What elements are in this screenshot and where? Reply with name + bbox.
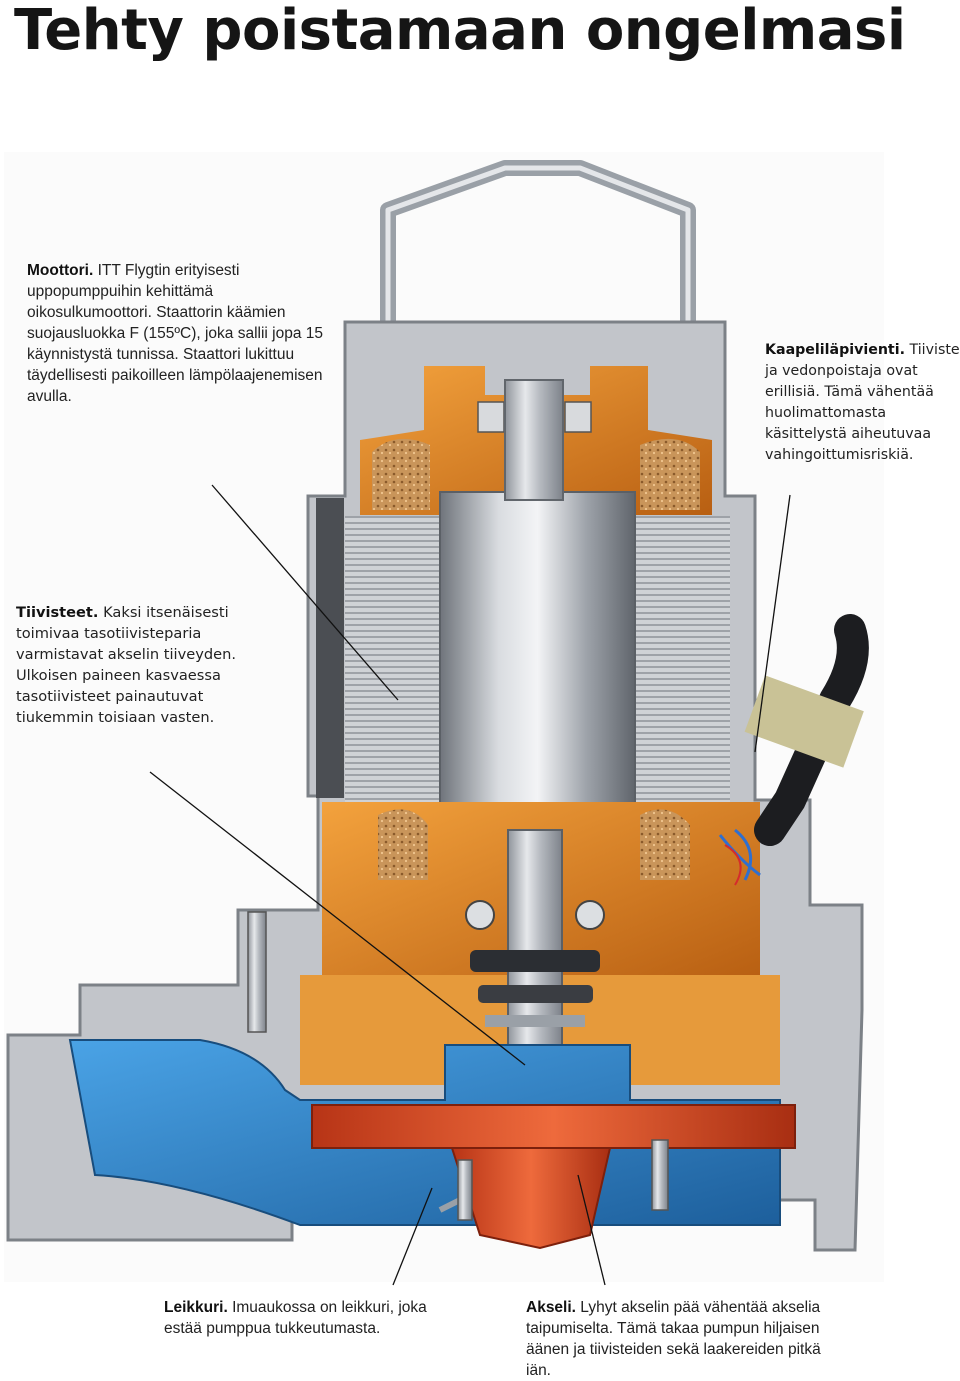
callout-moottori: Moottori. ITT Flygtin erityisesti uppopu…	[27, 260, 327, 407]
callout-kaapeli-text: Tiiviste ja vedonpoistaja ovat erillisiä…	[765, 342, 960, 463]
callout-leikkuri-heading: Leikkuri.	[164, 1299, 228, 1316]
callout-tiivisteet-text: Kaksi itsenäisesti toimivaa tasotiiviste…	[16, 604, 236, 726]
callout-tiivisteet-heading: Tiivisteet.	[16, 604, 99, 621]
upper-winding-left	[372, 438, 430, 510]
housing-shadow	[316, 498, 344, 798]
callout-akseli: Akseli. Lyhyt akselin pää vähentää aksel…	[526, 1297, 846, 1381]
impeller	[311, 1104, 796, 1149]
callout-leikkuri: Leikkuri. Imuaukossa on leikkuri, joka e…	[164, 1297, 464, 1339]
lower-winding-right	[640, 809, 690, 880]
cutter	[450, 1147, 612, 1250]
callout-kaapeliläpivienti: Kaapeliläpivienti. Tiiviste ja vedonpois…	[765, 340, 960, 466]
callout-leikkuri-text: Imuaukossa on leikkuri, joka estää pumpp…	[164, 1299, 427, 1337]
callout-tiivisteet: Tiivisteet. Kaksi itsenäisesti toimivaa …	[16, 602, 256, 728]
page-title: Tehty poistamaan ongelmasi	[14, 0, 906, 63]
shaft-top	[504, 379, 564, 501]
rotor	[439, 491, 636, 839]
cable	[754, 614, 869, 846]
leader-lines	[149, 484, 791, 1286]
callout-akseli-heading: Akseli.	[526, 1299, 576, 1316]
callout-moottori-heading: Moottori.	[27, 262, 94, 279]
lower-winding-left	[378, 809, 428, 880]
upper-winding-right	[640, 438, 700, 510]
callout-moottori-text: ITT Flygtin erityisesti uppopumppuihin k…	[27, 262, 324, 405]
callout-kaapeli-heading: Kaapeliläpivienti.	[765, 342, 905, 358]
callout-akseli-text: Lyhyt akselin pää vähentää akselia taipu…	[526, 1299, 821, 1379]
